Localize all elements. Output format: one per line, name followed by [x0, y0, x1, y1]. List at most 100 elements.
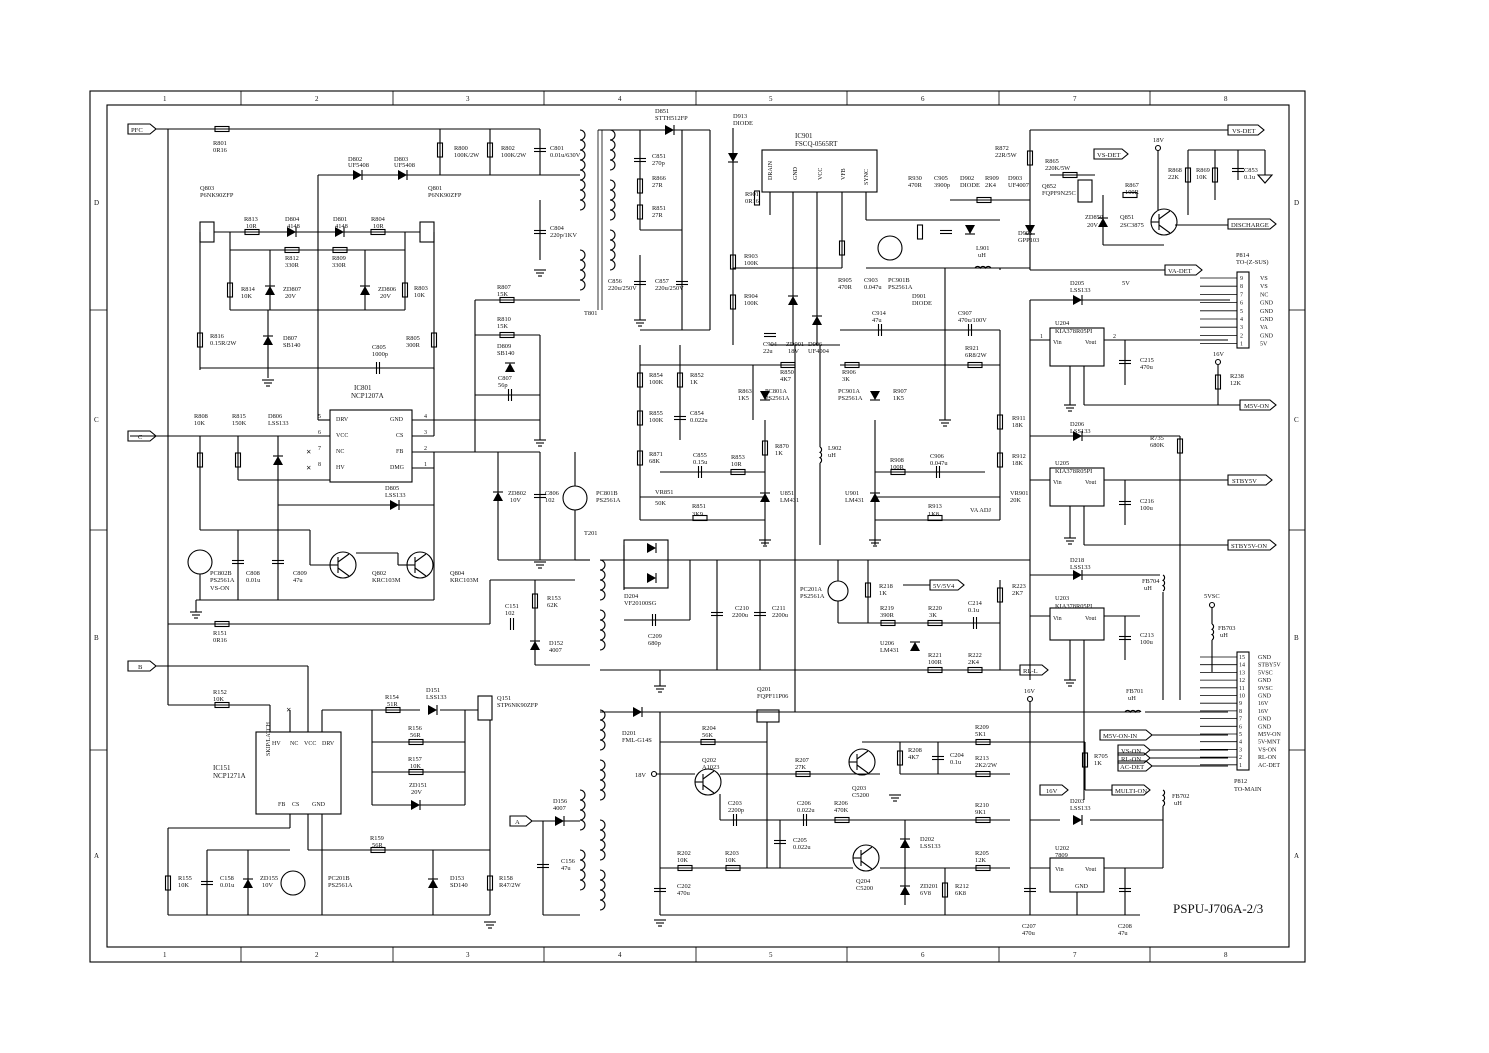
svg-text:0.022u: 0.022u [797, 807, 815, 814]
svg-text:56R: 56R [410, 732, 421, 739]
svg-text:56p: 56p [498, 382, 508, 389]
p814-pin-name: NC [1260, 292, 1268, 298]
svg-text:10R: 10R [373, 223, 384, 230]
svg-text:D901: D901 [912, 293, 926, 300]
svg-text:DIODE: DIODE [912, 300, 932, 307]
p812-pin-num: 5 [1239, 732, 1242, 738]
svg-text:56K: 56K [702, 732, 713, 739]
svg-text:D152: D152 [549, 640, 563, 647]
svg-text:ZD802: ZD802 [508, 490, 526, 497]
svg-text:KIA378R05PI: KIA378R05PI [1055, 328, 1092, 335]
svg-text:D801: D801 [333, 216, 347, 223]
svg-text:51R: 51R [387, 701, 398, 708]
svg-text:R218: R218 [879, 583, 893, 590]
svg-text:FB701: FB701 [1126, 688, 1143, 695]
svg-text:16V: 16V [1046, 788, 1058, 795]
svg-text:Vin: Vin [1055, 867, 1064, 873]
svg-text:R202: R202 [677, 850, 691, 857]
svg-text:102: 102 [545, 497, 555, 504]
svg-text:C214: C214 [968, 600, 983, 607]
svg-text:D913: D913 [733, 113, 747, 120]
svg-text:D206: D206 [1070, 421, 1084, 428]
svg-text:DMG: DMG [390, 465, 405, 471]
svg-text:uH: uH [1144, 585, 1152, 592]
svg-text:R815: R815 [232, 413, 246, 420]
svg-text:STTH512FP: STTH512FP [655, 115, 688, 122]
svg-text:PC201A: PC201A [800, 586, 822, 593]
svg-text:NC: NC [336, 449, 344, 455]
svg-text:C203: C203 [728, 800, 742, 807]
svg-text:PC201B: PC201B [328, 875, 350, 882]
svg-text:C905: C905 [934, 175, 948, 182]
svg-text:470K: 470K [834, 807, 849, 814]
svg-text:SKIP/LATCH: SKIP/LATCH [266, 721, 272, 756]
svg-text:NC: NC [290, 741, 298, 747]
svg-text:1K: 1K [1094, 760, 1102, 767]
p812-pin-name: GND [1258, 717, 1272, 723]
svg-text:R158: R158 [499, 875, 513, 882]
svg-text:RL-L: RL-L [1023, 668, 1038, 675]
p812-pin-name: 16V [1258, 701, 1269, 707]
svg-text:SYNC: SYNC [864, 169, 870, 185]
svg-text:5V/5V4: 5V/5V4 [933, 583, 955, 590]
svg-text:C854: C854 [690, 410, 705, 417]
svg-text:uH: uH [1128, 695, 1136, 702]
p814-pin-num: 6 [1240, 301, 1243, 307]
svg-text:HV: HV [272, 741, 281, 747]
svg-text:10K: 10K [194, 420, 205, 427]
p812-pin-name: VS-ON [1258, 747, 1277, 753]
svg-text:100K: 100K [744, 260, 759, 267]
svg-text:GND: GND [1075, 884, 1089, 890]
svg-text:18V: 18V [635, 772, 646, 779]
svg-text:C806: C806 [545, 490, 559, 497]
svg-text:VCC: VCC [818, 168, 824, 180]
svg-text:R210: R210 [975, 802, 989, 809]
svg-text:R153: R153 [547, 595, 561, 602]
svg-text:STBY5V: STBY5V [1232, 478, 1257, 485]
grid-col-label: 7 [1073, 95, 1077, 103]
svg-text:R805: R805 [406, 335, 420, 342]
svg-text:R47/2W: R47/2W [499, 882, 522, 889]
svg-text:47u: 47u [872, 317, 882, 324]
svg-text:300R: 300R [406, 342, 421, 349]
grid-col-label: 1 [163, 951, 167, 959]
grid-row-label: A [94, 852, 99, 860]
svg-text:R911: R911 [1012, 415, 1026, 422]
svg-text:47u: 47u [1118, 930, 1128, 937]
svg-text:VA ADJ: VA ADJ [970, 507, 992, 514]
svg-text:R852: R852 [690, 372, 704, 379]
svg-text:✕: ✕ [306, 465, 311, 472]
svg-text:0R16: 0R16 [213, 147, 227, 154]
svg-text:M5V-ON-IN: M5V-ON-IN [1103, 733, 1137, 740]
svg-text:C851: C851 [652, 153, 666, 160]
svg-text:10K: 10K [241, 293, 252, 300]
svg-text:VCC: VCC [336, 433, 348, 439]
grid-row-label: A [1294, 852, 1299, 860]
svg-text:0.022u: 0.022u [793, 844, 811, 851]
p814-pin-name: VA [1260, 325, 1269, 331]
svg-text:T801: T801 [584, 310, 598, 317]
svg-text:22u: 22u [763, 348, 773, 355]
svg-text:R220: R220 [928, 605, 942, 612]
p814-pin-name: GND [1260, 301, 1274, 307]
svg-text:0.01u/630V: 0.01u/630V [550, 152, 581, 159]
svg-text:D156: D156 [553, 798, 567, 805]
svg-text:U205: U205 [1055, 460, 1069, 467]
svg-text:C5200: C5200 [852, 792, 869, 799]
svg-text:7809: 7809 [1055, 852, 1068, 859]
p814-pin-num: 1 [1240, 342, 1243, 348]
svg-text:Vout: Vout [1085, 340, 1097, 346]
svg-text:R867: R867 [1125, 182, 1140, 189]
p812-pin-name: RL-ON [1258, 755, 1277, 761]
grid-row-label: D [94, 199, 99, 207]
svg-text:R157: R157 [408, 756, 423, 763]
svg-text:R872: R872 [995, 145, 1009, 152]
svg-text:4007: 4007 [549, 647, 563, 654]
svg-text:R152: R152 [213, 689, 227, 696]
p812-pin-name: STBY5V [1258, 663, 1281, 669]
svg-text:6K8: 6K8 [955, 890, 966, 897]
svg-text:SB140: SB140 [497, 350, 514, 357]
svg-text:R909: R909 [985, 175, 999, 182]
net-label-pfc: PFC [131, 127, 143, 134]
